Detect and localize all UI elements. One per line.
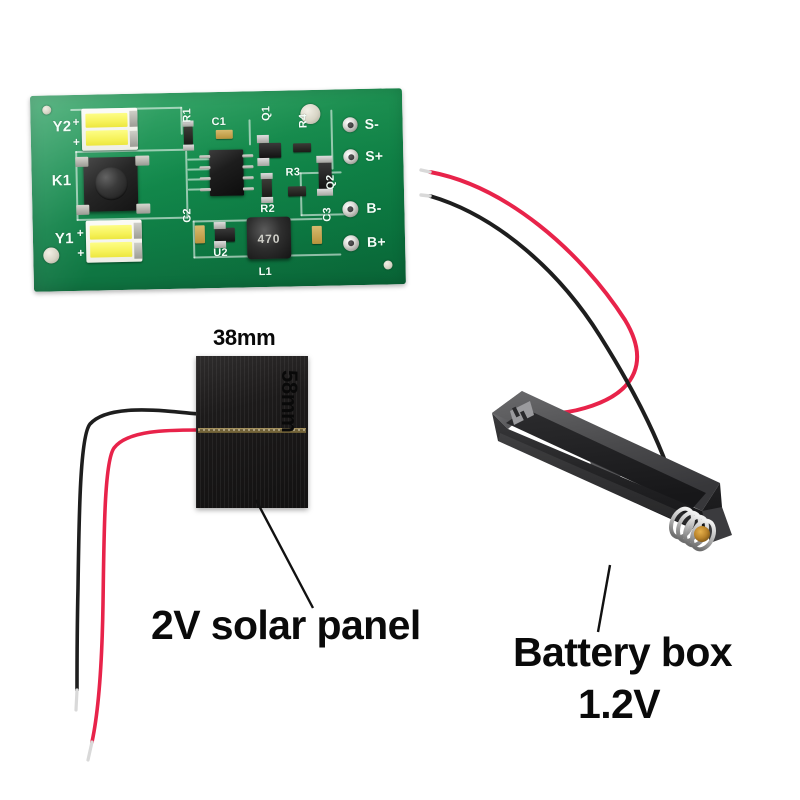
capacitor-c1 — [215, 129, 233, 140]
contact-slot — [512, 406, 520, 418]
capacitor-c2 — [194, 225, 206, 244]
silk-c2: C2 — [181, 208, 194, 223]
silk-c1: C1 — [211, 115, 227, 129]
smd-pad — [183, 144, 195, 151]
silk-r1: R1 — [181, 108, 194, 123]
solar-height-dimension: 58mm — [277, 370, 302, 433]
silk-c3: C3 — [321, 207, 334, 222]
solar-width-dimension: 38mm — [213, 325, 276, 350]
ic-pin — [199, 177, 211, 181]
smd-pad — [257, 157, 270, 167]
inductor-marking: 470 — [257, 231, 281, 247]
ic-pin — [242, 154, 254, 158]
silk-q2: Q2 — [324, 174, 337, 190]
capacitor-c3 — [311, 225, 323, 245]
battery-box-front-face — [492, 413, 722, 535]
led-y1 — [85, 219, 143, 263]
silk-plus-y1-b: + — [77, 245, 85, 260]
silk-r4: R4 — [297, 113, 310, 129]
battery-box-caption-line1: Battery box — [513, 629, 733, 675]
smd-pad — [316, 155, 333, 163]
contact-slot — [520, 410, 528, 422]
solar-panel-caption: 2V solar panel — [151, 602, 421, 648]
solar-positive-wire-tip — [86, 740, 94, 762]
battery-box — [492, 391, 732, 552]
silk-plus-y1-a: + — [76, 225, 85, 240]
silk-r3: R3 — [285, 166, 301, 179]
solar-negative-wire-tip — [74, 688, 79, 712]
silk-k1: K1 — [51, 172, 72, 190]
battery-positive-wire-tip — [419, 168, 432, 174]
ic-pin — [199, 188, 211, 192]
silk-q1: Q1 — [260, 105, 273, 122]
solar-panel — [196, 356, 308, 508]
switch-solder-leg — [135, 155, 150, 166]
smd-pad — [256, 134, 269, 144]
switch-knob[interactable] — [94, 166, 129, 201]
inductor-l1: 470 — [246, 216, 292, 260]
silk-y2: Y2 — [52, 118, 72, 136]
brass-contact — [694, 526, 710, 542]
resistor-r2 — [261, 178, 273, 198]
silk-terminal-s-minus: S- — [364, 115, 380, 132]
led-phosphor — [90, 241, 133, 258]
battery-box-highlight — [498, 433, 702, 531]
smd-pad — [213, 221, 226, 230]
ic-soic8 — [209, 149, 245, 197]
solar-panel-leader-line — [254, 499, 315, 609]
led-phosphor — [85, 112, 128, 128]
smd-pad — [260, 172, 273, 180]
led-terminal — [133, 222, 142, 239]
silk-y1: Y1 — [54, 230, 74, 248]
silk-terminal-b-plus: B+ — [366, 233, 386, 250]
silk-plus-y2-b: + — [72, 134, 81, 150]
switch-solder-leg — [75, 156, 89, 167]
silk-plus-y2-a: + — [72, 114, 80, 130]
ic-pin — [242, 176, 254, 180]
silk-l1: L1 — [258, 265, 273, 279]
silk-terminal-b-minus: B- — [366, 199, 382, 216]
ic-pin — [199, 155, 211, 159]
tactile-switch-k1[interactable] — [83, 156, 139, 212]
ic-pin — [242, 187, 254, 191]
resistor-r1 — [183, 126, 194, 145]
solar-positive-wire — [90, 428, 200, 744]
led-phosphor — [86, 129, 128, 146]
led-y2 — [81, 107, 139, 151]
silk-terminal-s-plus: S+ — [365, 147, 384, 164]
led-terminal — [133, 242, 143, 259]
switch-solder-leg — [76, 204, 90, 215]
transistor-q1 — [258, 142, 282, 159]
solar-busbar — [198, 428, 306, 433]
battery-box-caption-line2: 1.2V — [578, 681, 661, 727]
led-terminal — [129, 130, 139, 147]
ic-pin — [242, 165, 254, 169]
switch-solder-leg — [136, 203, 151, 214]
resistor-r4 — [292, 143, 312, 153]
silk-u2: U2 — [213, 246, 228, 260]
led-phosphor — [90, 224, 132, 240]
ic-pin — [199, 166, 211, 170]
led-terminal — [128, 110, 138, 127]
pcb-assembly: 470 Y2 Y1 K1 + + + + C1 R1 Q1 R4 R3 R2 Q… — [29, 88, 406, 296]
silk-r2: R2 — [260, 202, 275, 216]
battery-spring-contact — [669, 506, 716, 552]
resistor-r3 — [287, 186, 307, 197]
battery-cavity — [506, 409, 706, 509]
battery-negative-wire-tip — [419, 193, 432, 198]
